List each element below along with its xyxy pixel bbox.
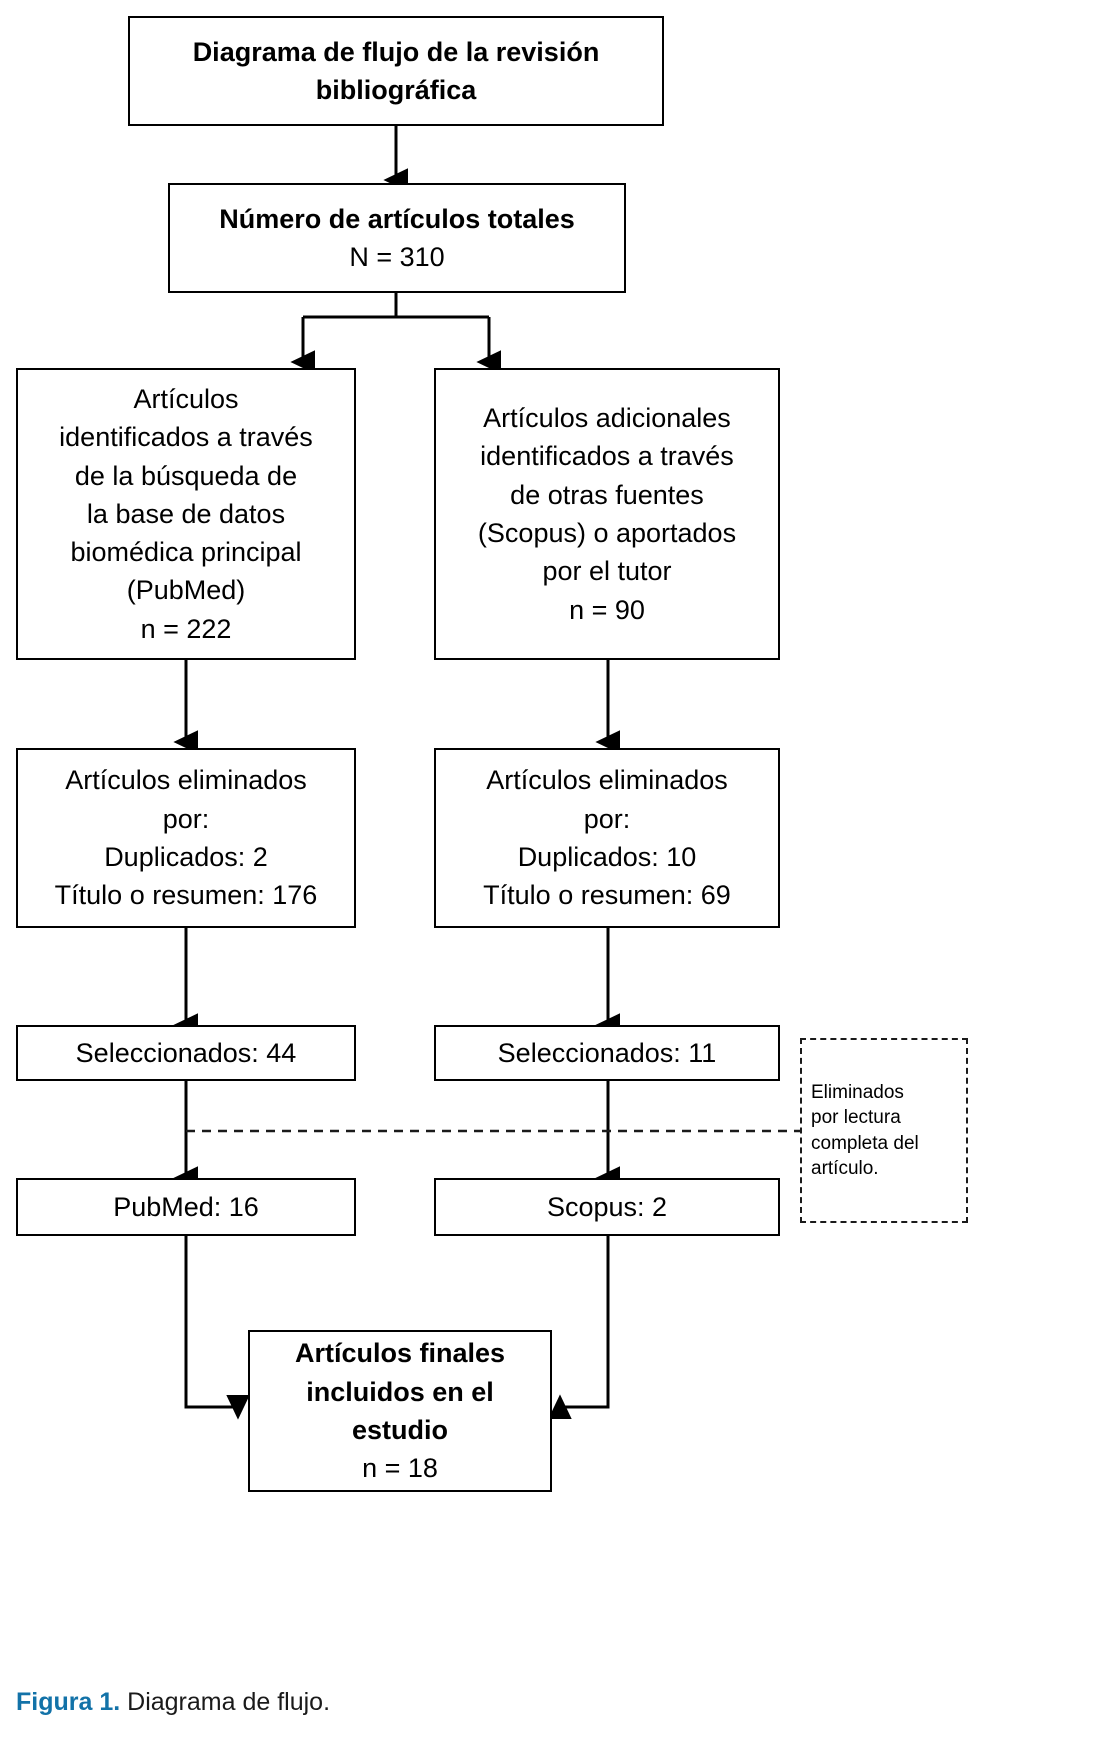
node-selected-right-box: Seleccionados: 11 <box>434 1025 780 1081</box>
node-selected-left-box: Seleccionados: 44 <box>16 1025 356 1081</box>
node-other-source-line2: identificados a través <box>480 441 734 472</box>
node-pubmed-source-line5: biomédica principal <box>70 537 302 568</box>
node-final-line3: estudio <box>351 1415 448 1445</box>
node-pubmed-source-line1: Artículos <box>133 383 239 414</box>
node-excluded-left-duplicates: Duplicados: 2 <box>104 842 268 872</box>
node-total-label: Número de artículos totales <box>219 203 575 234</box>
node-pubmed-final-label: PubMed: 16 <box>113 1191 259 1222</box>
node-excluded-left-line2: por: <box>162 803 210 834</box>
figure-label: Figura 1. <box>16 1688 121 1716</box>
node-pubmed-source-line2: identificados a través <box>59 422 313 453</box>
figure-caption: Figura 1. Diagrama de flujo. <box>16 1688 330 1717</box>
node-final-articles-box: Artículos finales incluidos en el estudi… <box>248 1330 552 1492</box>
node-other-source-count: n = 90 <box>569 594 645 625</box>
figure-caption-text: Diagrama de flujo. <box>120 1688 331 1716</box>
node-excluded-right-line2: por: <box>583 803 631 834</box>
node-fulltext-excluded-note: Eliminados por lectura completa del artí… <box>800 1038 968 1223</box>
node-excluded-right-title-abstract: Título o resumen: 69 <box>483 880 731 911</box>
node-other-source-box: Artículos adicionales identificados a tr… <box>434 368 780 660</box>
node-scopus-final-box: Scopus: 2 <box>434 1178 780 1236</box>
node-excluded-right-duplicates: Duplicados: 10 <box>517 842 697 872</box>
node-title-line1: Diagrama de flujo de la revisión <box>192 36 600 67</box>
node-fulltext-excluded-line2: por lectura <box>811 1107 901 1129</box>
node-final-line2: incluidos en el <box>306 1376 494 1407</box>
node-excluded-left-title-abstract: Título o resumen: 176 <box>54 880 318 911</box>
node-selected-right-label: Seleccionados: 11 <box>497 1037 717 1068</box>
node-excluded-left-line1: Artículos eliminados <box>65 765 307 796</box>
node-other-source-line5: por el tutor <box>542 556 672 587</box>
node-other-source-line3: de otras fuentes <box>510 479 704 510</box>
node-pubmed-source-line4: la base de datos <box>86 498 286 529</box>
edge-scopusfinal-to-final <box>548 1236 610 1420</box>
node-pubmed-source-box: Artículos identificados a través de la b… <box>16 368 356 660</box>
node-excluded-right-box: Artículos eliminados por: Duplicados: 10… <box>434 748 780 928</box>
node-final-count: n = 18 <box>362 1453 438 1484</box>
node-other-source-line1: Artículos adicionales <box>483 403 731 434</box>
node-excluded-right-line1: Artículos eliminados <box>486 765 728 796</box>
node-other-source-line4: (Scopus) o aportados <box>477 518 737 548</box>
node-fulltext-excluded-line1: Eliminados <box>811 1082 904 1104</box>
node-final-line1: Artículos finales <box>294 1338 506 1369</box>
node-pubmed-source-line3: de la búsqueda de <box>74 460 298 491</box>
node-fulltext-excluded-line4: artículo. <box>811 1157 879 1179</box>
node-pubmed-source-line6: (PubMed) <box>126 575 246 606</box>
node-total-articles-box: Número de artículos totales N = 310 <box>168 183 626 293</box>
node-scopus-final-label: Scopus: 2 <box>546 1191 668 1222</box>
node-fulltext-excluded-line3: completa del <box>811 1132 919 1154</box>
node-title-line2: bibliográfica <box>315 75 477 105</box>
node-title-box: Diagrama de flujo de la revisión bibliog… <box>128 16 664 126</box>
node-total-value: N = 310 <box>349 242 445 272</box>
edge-pubmedfinal-to-final <box>184 1236 250 1420</box>
node-selected-left-label: Seleccionados: 44 <box>75 1037 297 1068</box>
node-excluded-left-box: Artículos eliminados por: Duplicados: 2 … <box>16 748 356 928</box>
node-pubmed-final-box: PubMed: 16 <box>16 1178 356 1236</box>
node-pubmed-source-count: n = 222 <box>140 613 232 644</box>
